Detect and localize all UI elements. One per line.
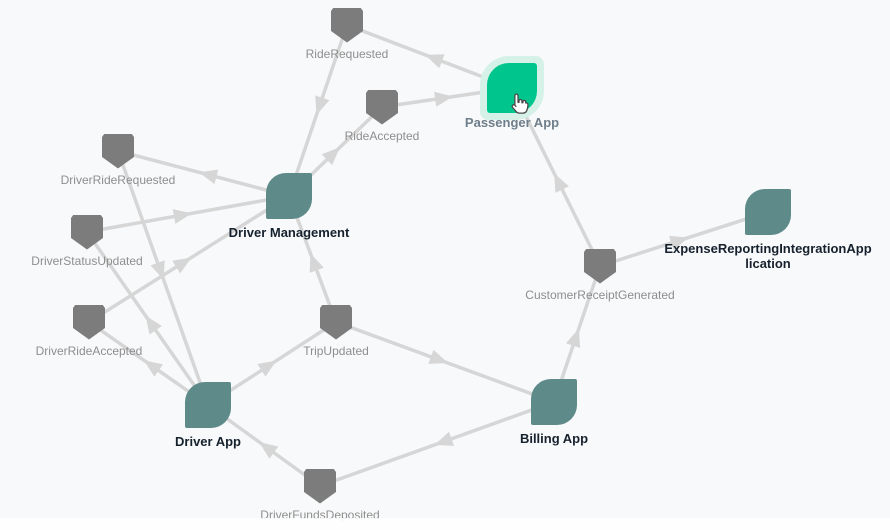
node-label-driver-ride-requested: DriverRideRequested bbox=[60, 173, 176, 187]
edge-customer-receipt-generated-to-expense-app bbox=[599, 210, 769, 268]
arrowhead-icon bbox=[321, 147, 340, 166]
node-label-expense-app: ExpenseReportingIntegrationApp lication bbox=[664, 241, 872, 271]
arrowhead-icon bbox=[143, 360, 163, 377]
service-node-billing-app[interactable] bbox=[531, 379, 577, 425]
service-node-passenger-app[interactable] bbox=[487, 63, 537, 113]
node-label-ride-requested: RideRequested bbox=[305, 47, 389, 61]
arrowhead-icon bbox=[669, 235, 689, 251]
edge-passenger-app-to-ride-requested bbox=[346, 23, 513, 90]
node-label-trip-updated: TripUpdated bbox=[303, 344, 369, 358]
node-label-ride-accepted: RideAccepted bbox=[344, 129, 420, 143]
arrowhead-icon bbox=[434, 431, 455, 446]
arrowhead-icon bbox=[428, 349, 448, 364]
arrowhead-icon bbox=[309, 253, 324, 273]
arrowhead-icon bbox=[554, 173, 569, 193]
node-label-customer-receipt-generated: CustomerReceiptGenerated bbox=[525, 288, 675, 302]
page-bottom-strip bbox=[0, 518, 890, 530]
arrowhead-icon bbox=[259, 442, 279, 459]
event-node-customer-receipt-generated[interactable] bbox=[584, 248, 616, 284]
node-label-driver-ride-accepted: DriverRideAccepted bbox=[35, 344, 143, 358]
edge-driver-management-to-driver-ride-requested bbox=[117, 149, 290, 198]
edge-driver-app-to-driver-status-updated bbox=[85, 230, 210, 407]
arrowhead-icon bbox=[257, 360, 277, 377]
cursor-hand-icon bbox=[511, 93, 529, 114]
service-node-driver-app[interactable] bbox=[185, 382, 231, 428]
arrowhead-icon bbox=[145, 315, 162, 335]
event-node-driver-ride-accepted[interactable] bbox=[73, 304, 105, 340]
event-node-driver-status-updated[interactable] bbox=[71, 214, 103, 250]
arrowhead-icon bbox=[315, 95, 330, 115]
node-label-billing-app: Billing App bbox=[519, 431, 589, 446]
node-label-driver-management: Driver Management bbox=[228, 225, 350, 240]
edge-trip-updated-to-billing-app bbox=[335, 320, 555, 404]
node-label-passenger-app: Passenger App bbox=[464, 115, 560, 130]
arrowhead-icon bbox=[434, 91, 453, 107]
event-node-driver-ride-requested[interactable] bbox=[102, 133, 134, 169]
event-node-ride-requested[interactable] bbox=[331, 7, 363, 43]
event-node-trip-updated[interactable] bbox=[320, 304, 352, 340]
edge-driver-ride-accepted-to-driver-management bbox=[88, 194, 290, 324]
event-node-ride-accepted[interactable] bbox=[366, 89, 398, 125]
edge-billing-app-to-driver-funds-deposited bbox=[319, 400, 555, 488]
edge-driver-status-updated-to-driver-management bbox=[86, 194, 290, 234]
service-node-expense-app[interactable] bbox=[745, 189, 791, 235]
arrowhead-icon bbox=[172, 209, 192, 224]
edge-ride-requested-to-driver-management bbox=[287, 24, 349, 197]
arrowhead-icon bbox=[425, 54, 445, 69]
arrowhead-icon bbox=[565, 328, 581, 349]
event-node-driver-funds-deposited[interactable] bbox=[304, 468, 336, 504]
edge-customer-receipt-generated-to-passenger-app bbox=[510, 87, 602, 267]
service-node-driver-management[interactable] bbox=[266, 173, 312, 219]
arrowhead-icon bbox=[198, 169, 219, 185]
arrowhead-icon bbox=[172, 257, 192, 274]
node-label-driver-status-updated: DriverStatusUpdated bbox=[31, 254, 143, 268]
node-label-driver-app: Driver App bbox=[175, 434, 241, 449]
